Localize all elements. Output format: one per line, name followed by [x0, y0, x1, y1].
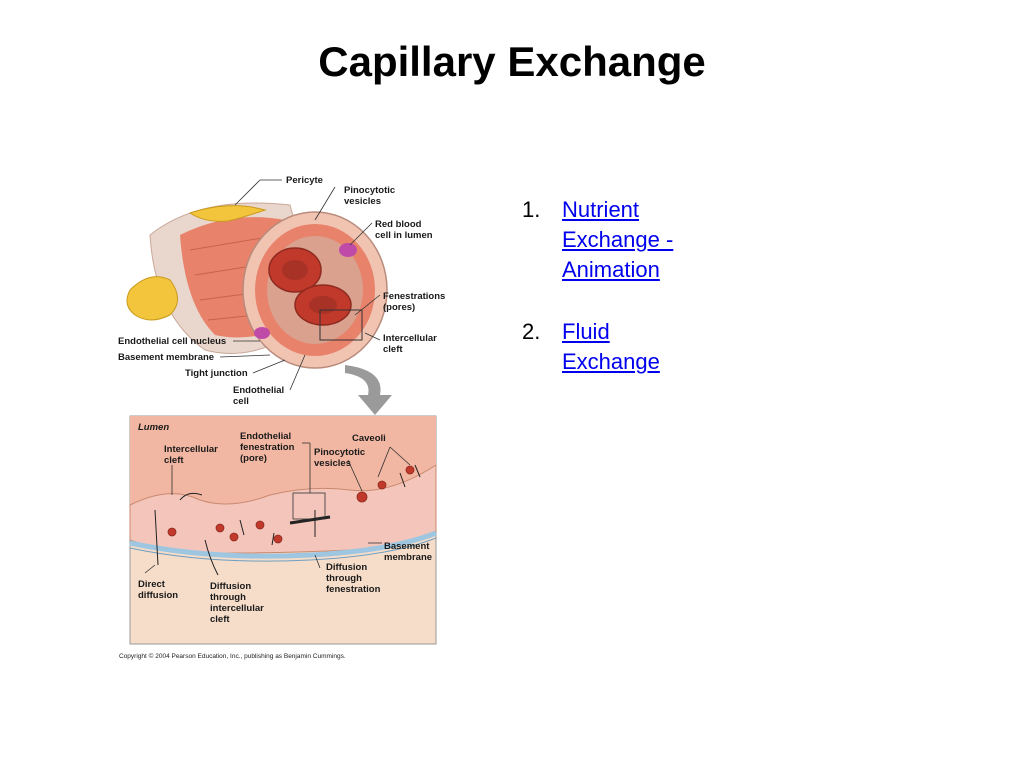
- detail-panel: [129, 415, 437, 645]
- endothelial-fenestration-label-3: (pore): [240, 453, 267, 464]
- direct-diffusion-label-1: Direct: [138, 579, 166, 590]
- pinocytotic-label-1: Pinocytotic: [344, 185, 395, 196]
- intercellular-cleft-detail-label-2: cleft: [164, 455, 184, 466]
- intercellular-cleft-label-1: Intercellular: [383, 333, 437, 344]
- diffusion-fenestration-label-2: through: [326, 573, 362, 584]
- list-number: 1.: [522, 197, 541, 222]
- basement-membrane-detail-label-1: Basement: [384, 541, 430, 552]
- link-line: Exchange: [562, 349, 660, 374]
- diffusion-fenestration-label-3: fenestration: [326, 584, 381, 595]
- endothelial-fenestration-label-1: Endothelial: [240, 431, 291, 442]
- fenestrations-label-1: Fenestrations: [383, 291, 445, 302]
- caveoli-label: Caveoli: [352, 433, 386, 444]
- direct-diffusion-label-2: diffusion: [138, 590, 178, 601]
- list-item: 1. Nutrient Exchange - Animation: [522, 195, 742, 285]
- diffusion-fenestration-label-1: Diffusion: [326, 562, 367, 573]
- copyright-text: Copyright © 2004 Pearson Education, Inc.…: [119, 652, 346, 660]
- pinocytotic-label-2: vesicles: [344, 196, 381, 207]
- endothelial-cell-label-2: cell: [233, 396, 249, 407]
- capillary-diagram: Pericyte Pinocytotic vesicles Red blood …: [118, 175, 445, 660]
- basement-membrane-label: Basement membrane: [118, 352, 214, 363]
- tight-junction-label: Tight junction: [185, 368, 248, 379]
- lumen-label: Lumen: [138, 422, 169, 433]
- list-item: 2. Fluid Exchange: [522, 317, 742, 377]
- pinocytotic-detail-label-1: Pinocytotic: [314, 447, 365, 458]
- diffusion-cleft-label-2: through: [210, 592, 246, 603]
- pericyte-label: Pericyte: [286, 175, 323, 186]
- link-list: 1. Nutrient Exchange - Animation 2. Flui…: [522, 195, 742, 409]
- link-line: Animation: [562, 257, 660, 282]
- pinocytotic-detail-label-2: vesicles: [314, 458, 351, 469]
- diffusion-cleft-label-4: cleft: [210, 614, 230, 625]
- nutrient-exchange-animation-link[interactable]: Nutrient Exchange - Animation: [562, 197, 673, 282]
- capillary-cross-section: [126, 202, 388, 369]
- intercellular-cleft-detail-label-1: Intercellular: [164, 444, 218, 455]
- page-title: Capillary Exchange: [318, 38, 706, 85]
- endothelial-fenestration-label-2: fenestration: [240, 442, 295, 453]
- diffusion-cleft-label-3: intercellular: [210, 603, 264, 614]
- endothelial-cell-label-1: Endothelial: [233, 385, 284, 396]
- basement-membrane-detail-label-2: membrane: [384, 552, 432, 563]
- fluid-exchange-link[interactable]: Fluid Exchange: [562, 319, 660, 374]
- link-line: Fluid: [562, 319, 610, 344]
- intercellular-cleft-label-2: cleft: [383, 344, 403, 355]
- link-line: Nutrient: [562, 197, 640, 222]
- diffusion-cleft-label-1: Diffusion: [210, 581, 251, 592]
- link-line: Exchange -: [562, 227, 674, 252]
- capillary-figure: Pericyte Pinocytotic vesicles Red blood …: [110, 165, 455, 665]
- zoom-arrow-icon: [345, 365, 392, 415]
- list-number: 2.: [522, 319, 541, 344]
- rbc-label-2: cell in lumen: [375, 230, 433, 241]
- fenestrations-label-2: (pores): [383, 302, 415, 313]
- nucleus-label: Endothelial cell nucleus: [118, 336, 226, 347]
- rbc-label-1: Red blood: [375, 219, 422, 230]
